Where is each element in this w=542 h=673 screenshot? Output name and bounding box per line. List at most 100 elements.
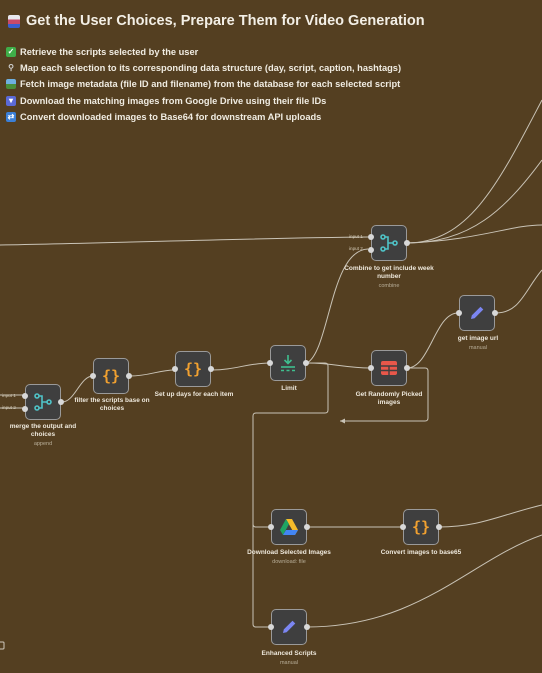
node-label: Enhanced Scripts manual <box>244 650 334 667</box>
node-sublabel: manual <box>468 345 488 351</box>
bullet-list: ✓ Retrieve the scripts selected by the u… <box>6 44 401 125</box>
connection-convert-right <box>438 504 542 528</box>
node-limit[interactable] <box>267 345 309 381</box>
code-icon: {} <box>183 360 203 378</box>
output-port[interactable] <box>304 524 310 530</box>
node-label: merge the output and choices append <box>0 423 88 448</box>
node-label-text: Set up days for each item <box>154 391 234 398</box>
output-port[interactable] <box>208 366 214 372</box>
pencil-icon <box>283 620 296 633</box>
connection-enhanced-right <box>306 534 542 628</box>
node-label-text: Convert images to base65 <box>380 549 462 556</box>
table-icon <box>381 361 397 375</box>
image-icon <box>6 79 16 90</box>
output-port[interactable] <box>404 240 410 246</box>
google-drive-icon <box>280 519 298 535</box>
link-icon: ⚲ <box>8 63 14 73</box>
page-title-text: Get the User Choices, Prepare Them for V… <box>26 13 425 29</box>
node-filter[interactable]: {} <box>90 358 132 394</box>
node-sublabel: download: file <box>272 559 306 565</box>
convert-icon: ⇄ <box>6 111 16 122</box>
download-icon: ▾ <box>6 95 16 106</box>
input-port[interactable] <box>22 406 28 412</box>
node-combine[interactable] <box>368 225 410 261</box>
check-icon: ✓ <box>6 47 16 58</box>
input-port[interactable] <box>172 366 178 372</box>
node-label: Get Randomly Picked images <box>344 391 434 407</box>
input-label: input 2 <box>349 246 363 251</box>
input-port[interactable] <box>267 360 273 366</box>
node-label: Convert images to base65 <box>376 549 466 557</box>
node-random-images[interactable] <box>368 350 410 386</box>
input-port[interactable] <box>456 310 462 316</box>
output-port[interactable] <box>303 360 309 366</box>
node-label-text: Enhanced Scripts <box>261 650 317 657</box>
bullet-text: Download the matching images from Google… <box>20 95 327 106</box>
node-label-text: get image url <box>457 335 499 342</box>
output-port[interactable] <box>58 399 64 405</box>
page-title: Get the User Choices, Prepare Them for V… <box>8 13 425 29</box>
input-port[interactable] <box>268 624 274 630</box>
output-port[interactable] <box>304 624 310 630</box>
bullet-item: ⇄ Convert downloaded images to Base64 fo… <box>6 109 401 125</box>
connection-limit-to-combine <box>306 248 369 364</box>
output-port[interactable] <box>126 373 132 379</box>
connection-random-to-geturl <box>406 312 459 369</box>
node-label: Limit <box>244 385 334 393</box>
node-label-text: Download Selected Images <box>247 549 331 556</box>
input-port[interactable] <box>400 524 406 530</box>
bullet-text: Map each selection to its corresponding … <box>20 63 402 74</box>
bullet-text: Fetch image metadata (file ID and filena… <box>20 79 401 90</box>
node-convert-base64[interactable]: {} <box>400 509 442 545</box>
input-label: input 1 <box>2 393 16 398</box>
node-sublabel: manual <box>279 660 299 666</box>
node-label-text: merge the output and choices <box>9 423 77 438</box>
merge-icon <box>380 234 398 252</box>
output-port[interactable] <box>436 524 442 530</box>
code-icon: {} <box>411 518 431 536</box>
bullet-item: ✓ Retrieve the scripts selected by the u… <box>6 44 401 60</box>
connection-filter-to-setup <box>129 369 176 377</box>
node-setup-days[interactable]: {} <box>172 351 214 387</box>
clipboard-icon <box>8 14 20 28</box>
node-label: filter the scripts base on choices <box>67 397 157 413</box>
connection-combine-right-2 <box>406 159 542 244</box>
connection-combine-right-1 <box>406 99 542 244</box>
input-port[interactable] <box>368 234 374 240</box>
node-merge[interactable] <box>22 384 64 420</box>
input-port[interactable] <box>268 524 274 530</box>
input-label: input 1 <box>349 234 363 239</box>
node-get-image-url[interactable] <box>456 295 498 331</box>
input-port[interactable] <box>22 393 28 399</box>
node-enhanced-scripts[interactable] <box>268 609 310 645</box>
node-label: get image url manual <box>433 335 523 352</box>
node-label: Set up days for each item <box>149 391 239 399</box>
merge-icon <box>34 393 52 411</box>
input-port[interactable] <box>90 373 96 379</box>
output-port[interactable] <box>492 310 498 316</box>
pencil-icon <box>471 306 484 319</box>
node-label: Combine to get include week number combi… <box>344 265 434 290</box>
bullet-text: Convert downloaded images to Base64 for … <box>20 111 322 122</box>
input-label: input 2 <box>2 405 16 410</box>
input-port[interactable] <box>368 247 374 253</box>
output-port[interactable] <box>404 365 410 371</box>
connection-random-loop <box>340 367 429 422</box>
connection-limit-to-enhanced <box>252 520 270 628</box>
node-label-text: Get Randomly Picked images <box>355 391 423 406</box>
node-label-text: filter the scripts base on choices <box>74 397 150 412</box>
connection-geturl-right <box>495 269 542 314</box>
node-label: Download Selected Images download: file <box>244 549 334 566</box>
node-label-text: Limit <box>281 385 297 392</box>
edge-marker <box>0 641 5 650</box>
connection-combine-right-3 <box>406 224 542 244</box>
node-sublabel: combine <box>378 283 400 289</box>
node-sublabel: append <box>33 441 53 447</box>
bullet-item: Fetch image metadata (file ID and filena… <box>6 76 401 92</box>
input-port[interactable] <box>368 365 374 371</box>
node-download-images[interactable] <box>268 509 310 545</box>
connection-merge-to-filter <box>61 375 94 403</box>
connection-limit-to-random <box>306 362 371 369</box>
bullet-item: ▾ Download the matching images from Goog… <box>6 93 401 109</box>
